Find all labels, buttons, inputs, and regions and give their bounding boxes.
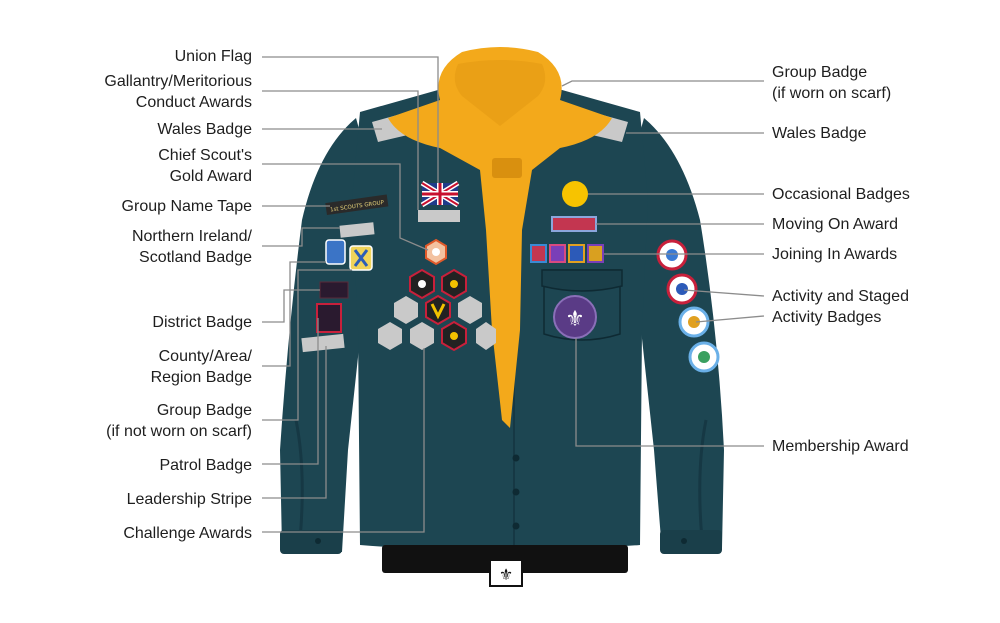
challenge-awards-grid: [378, 268, 496, 352]
fleur-de-lis-icon: ⚜: [565, 307, 585, 332]
label-gallantry-awards: Gallantry/Meritorious Conduct Awards: [104, 73, 252, 111]
right-cuff: [660, 530, 722, 554]
ni-scotland-placeholder: [339, 222, 375, 238]
label-union-flag: Union Flag: [174, 48, 252, 65]
scarf: [388, 47, 612, 428]
leader-lines: [262, 56, 765, 533]
district-badge-slot: [319, 281, 349, 299]
joining-in-award: [530, 244, 547, 263]
label-group-name-tape: Group Name Tape: [121, 198, 252, 215]
gallantry-award-placeholder: [418, 210, 460, 222]
label-wales-badge-right: Wales Badge: [772, 125, 867, 142]
joining-in-award: [568, 244, 585, 263]
label-activity-staged-badges: Activity and Staged Activity Badges: [772, 288, 909, 326]
left-cuff: [280, 530, 342, 554]
occasional-badge: [562, 181, 588, 207]
shirt-button: [512, 522, 520, 530]
union-flag-icon: [420, 180, 460, 208]
label-joining-in-awards: Joining In Awards: [772, 246, 898, 263]
belt-buckle: [489, 559, 523, 587]
county-badge-slot: [316, 303, 342, 333]
joining-in-award: [587, 244, 604, 263]
right-sleeve: [624, 118, 724, 552]
label-group-badge-scarf: Group Badge (if worn on scarf): [772, 64, 892, 102]
label-occasional-badges: Occasional Badges: [772, 186, 910, 203]
label-patrol-badge: Patrol Badge: [159, 457, 252, 474]
label-membership-award: Membership Award: [772, 438, 909, 455]
fleur-de-lis-icon: ⚜: [499, 565, 513, 584]
label-district-badge: District Badge: [152, 314, 252, 331]
label-wales-badge-left: Wales Badge: [157, 121, 252, 138]
membership-award-badge: [553, 295, 597, 339]
leadership-stripe-badge: [301, 333, 345, 353]
shirt-button: [512, 488, 520, 496]
label-chief-scouts-gold-award: Chief Scout's Gold Award: [158, 147, 252, 185]
label-county-area-region-badge: County/Area/ Region Badge: [150, 348, 252, 386]
label-ni-scotland-badge: Northern Ireland/ Scotland Badge: [131, 228, 252, 266]
label-moving-on-award: Moving On Award: [772, 216, 898, 233]
joining-in-award: [549, 244, 566, 263]
moving-on-award-badge: [551, 216, 597, 232]
label-group-badge-not-scarf: Group Badge (if not worn on scarf): [106, 402, 252, 440]
northern-ireland-badge: [325, 239, 346, 265]
woggle: [492, 158, 522, 178]
label-challenge-awards: Challenge Awards: [123, 525, 252, 542]
label-leadership-stripe: Leadership Stripe: [126, 491, 252, 508]
shirt-button: [512, 454, 520, 462]
